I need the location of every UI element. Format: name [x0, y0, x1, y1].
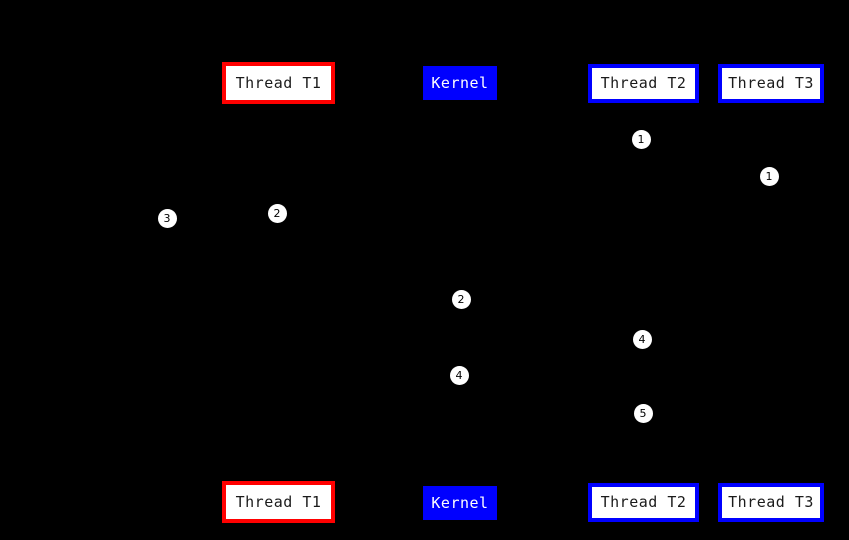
- participant-box-kernel[interactable]: Kernel: [423, 66, 497, 100]
- participant-label-t3: Thread T3: [728, 74, 814, 92]
- lifeline-nub-t3-top: [770, 102, 773, 105]
- participant-label-t3b: Thread T3: [728, 493, 814, 511]
- step-badge-1: 1: [759, 166, 779, 186]
- lifeline-t3: [771, 103, 772, 483]
- participant-label-t1b: Thread T1: [235, 492, 322, 511]
- lifeline-nub-t2-bottom: [642, 481, 645, 484]
- lifeline-nub-t1-bottom: [277, 479, 280, 482]
- step-badge-4: 4: [632, 329, 652, 349]
- participant-box-kernelb[interactable]: Kernel: [423, 486, 497, 520]
- step-badge-3: 3: [157, 208, 177, 228]
- step-badge-4: 4: [449, 365, 469, 385]
- lifeline-nub-t3-bottom: [770, 481, 773, 484]
- step-badge-5: 5: [633, 403, 653, 423]
- step-badge-2: 2: [451, 289, 471, 309]
- participant-box-t3b[interactable]: Thread T3: [718, 483, 824, 522]
- lifeline-nub-t1-top: [277, 103, 280, 106]
- participant-label-t2b: Thread T2: [600, 493, 687, 511]
- participant-box-t1[interactable]: Thread T1: [222, 62, 335, 104]
- step-badge-2: 2: [267, 203, 287, 223]
- step-badge-1: 1: [631, 129, 651, 149]
- participant-box-t3[interactable]: Thread T3: [718, 64, 824, 103]
- participant-box-t2[interactable]: Thread T2: [588, 64, 699, 103]
- lifeline-nub-kernel-top: [459, 99, 462, 102]
- participant-box-t1b[interactable]: Thread T1: [222, 481, 335, 523]
- lifeline-t1: [278, 104, 279, 481]
- participant-label-kernel: Kernel: [431, 73, 489, 92]
- participant-label-t1: Thread T1: [235, 73, 322, 92]
- lifeline-nub-kernel-bottom: [459, 484, 462, 487]
- participant-label-kernelb: Kernel: [431, 493, 489, 512]
- lifeline-t2: [643, 103, 644, 483]
- lifeline-nub-t2-top: [642, 102, 645, 105]
- participant-label-t2: Thread T2: [600, 74, 687, 92]
- participant-box-t2b[interactable]: Thread T2: [588, 483, 699, 522]
